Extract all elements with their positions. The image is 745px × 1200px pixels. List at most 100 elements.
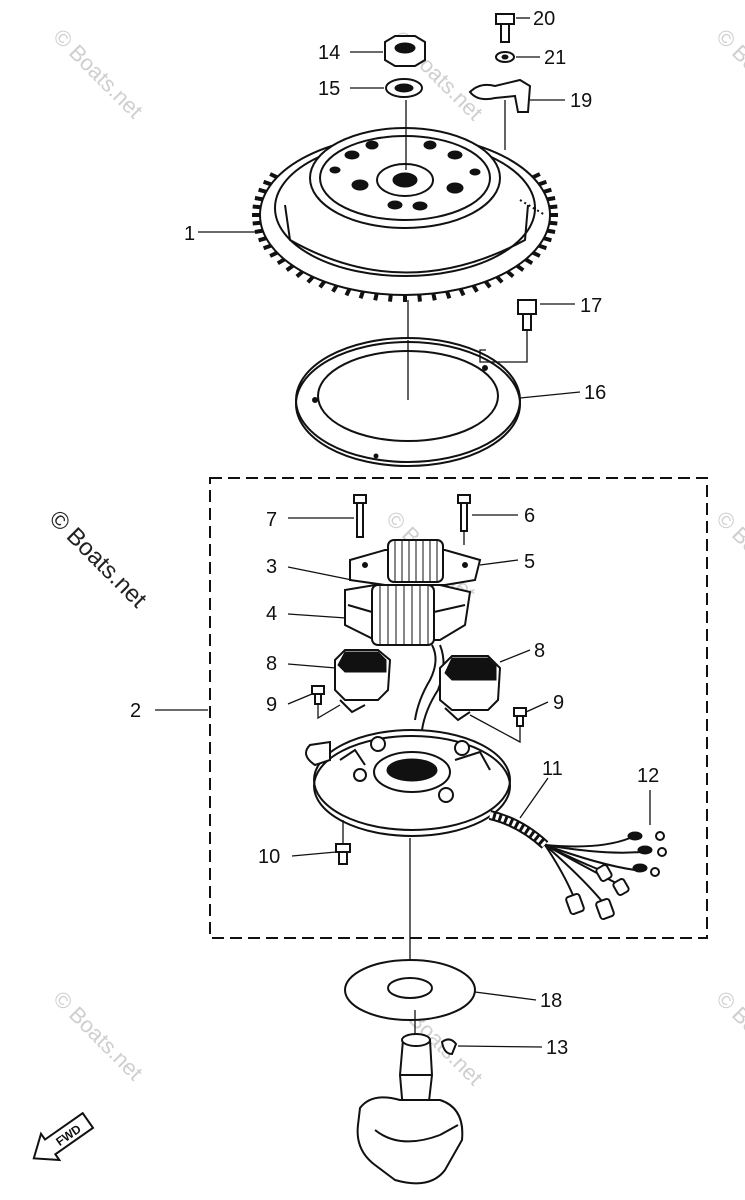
gear-tooth (276, 257, 286, 266)
gear-tooth (524, 257, 534, 266)
gear-tooth (549, 204, 558, 210)
source-coil-lower (344, 584, 472, 731)
gear-tooth (269, 250, 278, 258)
gear-tooth (254, 196, 264, 202)
watermark-top-left: © Boats.net (48, 24, 147, 123)
watermark-bottom-right: © Boats.net (711, 986, 745, 1085)
gear-tooth (295, 270, 304, 279)
callout-2: 2 (130, 700, 141, 722)
gear-tooth (318, 280, 326, 289)
crankshaft (356, 1010, 464, 1185)
gear-tooth (471, 284, 479, 293)
callout-1: 1 (184, 223, 195, 245)
gear-tooth (543, 187, 552, 194)
flywheel-rotor (252, 127, 558, 302)
callout-labels: 20 21 14 15 19 1 17 16 7 6 3 5 4 8 8 2 9… (130, 8, 659, 1059)
stator-base-tab (305, 740, 331, 767)
callout-21: 21 (544, 47, 566, 69)
gear-tooth (546, 196, 556, 202)
callout-19: 19 (570, 90, 592, 112)
callout-18: 18 (540, 990, 562, 1012)
pulser-coil-right (439, 655, 502, 722)
gear-tooth (344, 288, 352, 297)
gear-tooth (484, 280, 492, 289)
callout-9-right: 9 (553, 692, 564, 714)
fwd-arrow-icon: FWD (32, 1111, 95, 1162)
coil-screw-right (457, 494, 471, 545)
gear-tooth (532, 172, 541, 180)
callout-5: 5 (524, 551, 535, 573)
flywheel-center-bore (392, 172, 418, 188)
gear-tooth (431, 293, 437, 301)
pulser-screw-right (469, 707, 527, 744)
gear-tooth (285, 264, 295, 272)
pulser-bracket (468, 78, 532, 150)
gear-tooth (373, 293, 379, 301)
crankshaft-washer (344, 959, 476, 1021)
flywheel-side-wall (284, 204, 529, 274)
gear-tooth (445, 290, 452, 299)
gear-tooth (506, 270, 515, 279)
wire-harness (488, 810, 641, 906)
gear-tooth (262, 179, 272, 187)
flywheel-holes (329, 140, 481, 211)
gear-tooth (538, 243, 548, 251)
coil-lead-bundle (414, 644, 437, 721)
gear-tooth (532, 250, 541, 258)
stator-base (305, 729, 511, 837)
callout-3: 3 (266, 556, 277, 578)
callout-4: 4 (266, 603, 277, 625)
coil-screw-left (353, 494, 367, 538)
callout-12: 12 (637, 765, 659, 787)
gear-tooth (458, 288, 466, 297)
flywheel-washer (385, 78, 423, 98)
gear-tooth (543, 236, 552, 243)
stator-screw (335, 820, 351, 865)
flywheel-hub-inner (319, 135, 491, 221)
gear-tooth (262, 243, 272, 251)
flywheel-nut (384, 35, 426, 67)
gear-tooth (252, 220, 261, 226)
watermark-bottom-left: © Boats.net (48, 986, 147, 1085)
gear-tooth (269, 172, 278, 180)
callout-17: 17 (580, 295, 602, 317)
gear-tooth (258, 236, 267, 243)
woodruff-key (440, 1038, 458, 1056)
gear-tooth (417, 294, 422, 302)
callout-14: 14 (318, 42, 340, 64)
callout-20: 20 (533, 8, 555, 30)
gear-tooth (358, 290, 365, 299)
gear-tooth (515, 264, 525, 272)
stator-assembly-box (209, 477, 708, 939)
gear-tooth (546, 228, 556, 234)
callout-16: 16 (584, 382, 606, 404)
callout-15: 15 (318, 78, 340, 100)
charge-coil-upper (349, 539, 482, 586)
callout-9-left: 9 (266, 694, 277, 716)
bracket-washer (495, 51, 515, 63)
callout-8-right: 8 (534, 640, 545, 662)
callout-7: 7 (266, 509, 277, 531)
wire-terminals (565, 790, 667, 921)
gear-tooth (331, 284, 339, 293)
plate-bolt (479, 299, 537, 363)
bracket-bolt (495, 13, 515, 43)
leader-lines (155, 17, 581, 1048)
callout-8-left: 8 (266, 653, 277, 675)
callout-13: 13 (546, 1037, 568, 1059)
gear-tooth (388, 294, 393, 302)
callout-10: 10 (258, 846, 280, 868)
gear-tooth (258, 187, 267, 194)
pulser-coil-left (334, 649, 392, 714)
callout-11: 11 (542, 758, 563, 780)
pulser-screw-left (311, 685, 341, 720)
watermark-main: © Boats.net (44, 505, 152, 613)
watermark-top-right: © Boats.net (711, 24, 745, 123)
ring-gear-teeth (252, 172, 558, 302)
gear-tooth (549, 220, 558, 226)
watermark-middle-right: © Boats.net (711, 506, 745, 605)
gear-tooth (495, 275, 504, 284)
gear-tooth (538, 179, 548, 187)
gear-tooth (306, 275, 315, 284)
